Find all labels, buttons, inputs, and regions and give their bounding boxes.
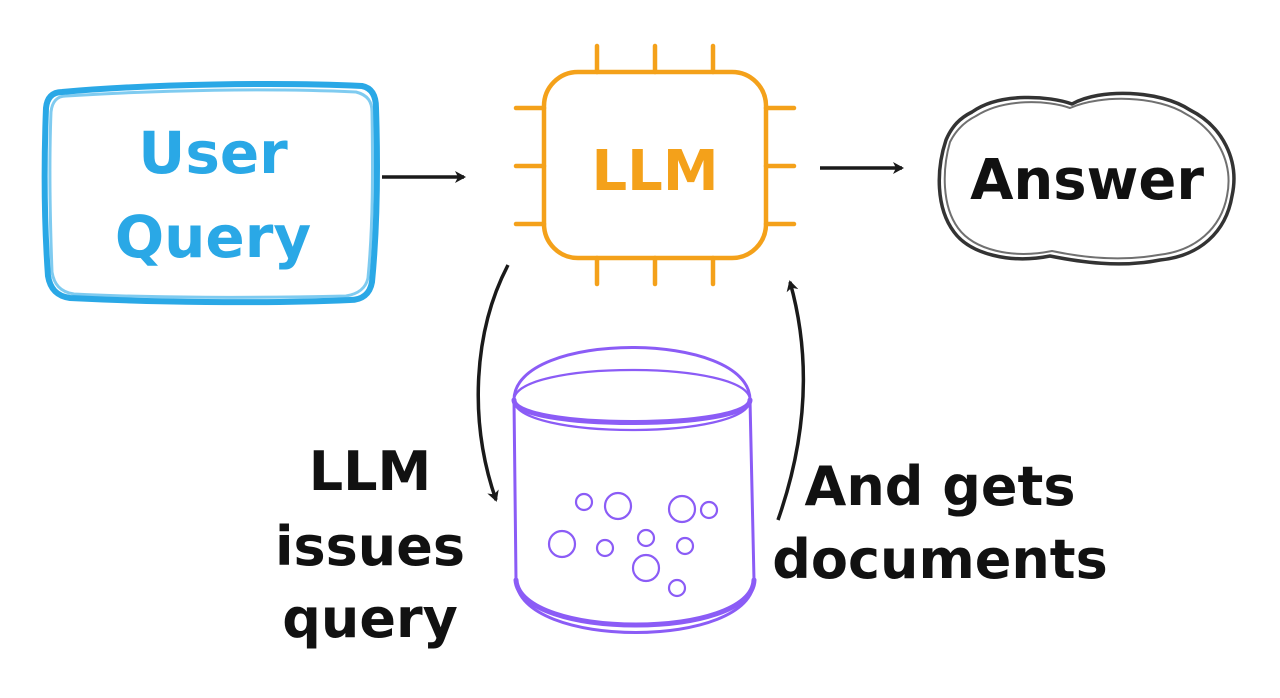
- database-node: [511, 346, 757, 634]
- gets-documents-line2: documents: [772, 528, 1108, 591]
- database-bottom-edge: [513, 577, 757, 628]
- issues-query-line2: issues: [275, 515, 465, 578]
- gets-documents-line1: And gets: [805, 455, 1076, 518]
- arrow-llm-to-database: [476, 264, 510, 502]
- answer-label: Answer: [970, 148, 1204, 213]
- chip-pins: [513, 43, 797, 287]
- issues-query-line1: LLM: [309, 440, 432, 503]
- user-query-label-line1: User: [138, 119, 288, 187]
- issues-query-line3: query: [282, 587, 458, 650]
- user-query-label-line2: Query: [115, 203, 311, 271]
- issues-query-label: LLM issues query: [275, 440, 465, 650]
- database-bubbles: [547, 491, 719, 598]
- user-query-node: User Query: [41, 81, 380, 306]
- arrow-database-to-llm: [776, 280, 806, 521]
- llm-label: LLM: [591, 139, 718, 204]
- gets-documents-label: And gets documents: [772, 455, 1108, 591]
- llm-chip-node: LLM: [513, 43, 797, 287]
- answer-node: Answer: [937, 91, 1236, 266]
